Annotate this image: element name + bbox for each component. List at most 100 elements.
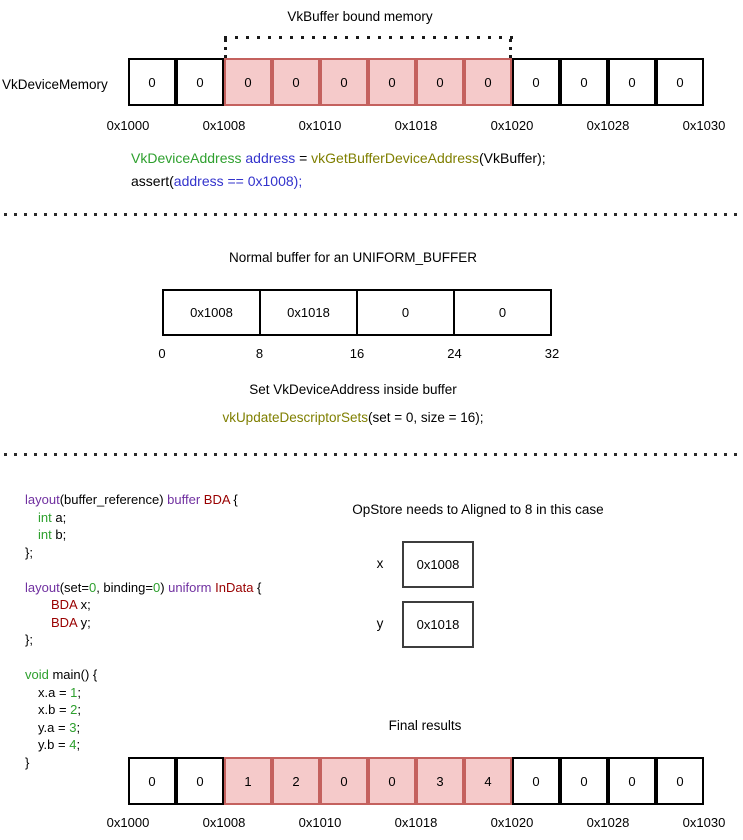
memory-cell: 1 — [224, 757, 272, 805]
code-token: ; — [76, 719, 81, 735]
buffer-slot-cell: 0x1018 — [259, 289, 358, 336]
code-token: ; — [77, 702, 82, 717]
memory-cell: 0 — [464, 58, 512, 106]
code-line: int b; — [25, 526, 261, 544]
top-title: VkBuffer bound memory — [287, 9, 433, 24]
glsl-shader-code: layout(buffer_reference) buffer BDA {int… — [25, 491, 261, 771]
code-token: { — [253, 579, 262, 595]
memory-cell: 0 — [176, 757, 224, 805]
address-label: 0x1028 — [586, 118, 630, 133]
address-label: 0x1030 — [682, 815, 726, 830]
code-line — [25, 561, 261, 579]
code-token: y.a = — [38, 719, 70, 735]
get-address-code: VkDeviceAddress address = vkGetBufferDev… — [131, 147, 546, 193]
buffer-slot-cell: 0x1008 — [162, 289, 261, 336]
code-token: (VkBuffer); — [479, 150, 546, 166]
memory-cell: 0 — [368, 58, 416, 106]
address-label: 0x1000 — [106, 815, 150, 830]
memory-cell: 0 — [512, 757, 560, 805]
code-token: layout — [25, 492, 60, 507]
memory-cell: 0 — [128, 757, 176, 805]
opstore-title: OpStore needs to Aligned to 8 in this ca… — [352, 502, 604, 517]
code-token: void — [25, 667, 49, 682]
code-line: layout(set=0, binding=0) uniform InData … — [25, 579, 261, 597]
address-label: 0x1018 — [394, 815, 438, 830]
memory-cell: 0 — [656, 58, 704, 106]
buffer-extent-bracket-left — [224, 39, 227, 58]
code-token: BDA — [51, 614, 78, 630]
var-y-value-box: 0x1018 — [402, 601, 474, 648]
code-token: BDA — [51, 597, 78, 612]
code-token: address — [245, 150, 296, 166]
code-token: a; — [51, 509, 67, 525]
code-token: 1 — [70, 684, 78, 700]
address-label: 0 — [158, 346, 166, 361]
code-token: y.b = — [38, 737, 70, 752]
code-token: y; — [77, 614, 91, 630]
code-line — [25, 649, 261, 667]
code-token: 4 — [69, 737, 77, 752]
code-token: 2 — [70, 702, 78, 717]
code-line: void main() { — [25, 666, 261, 684]
code-token: vkUpdateDescriptorSets — [222, 410, 368, 425]
address-label: 0x1018 — [394, 118, 438, 133]
code-token: x; — [77, 597, 91, 612]
var-x-value-box: 0x1008 — [402, 541, 474, 588]
code-token: int — [38, 527, 52, 542]
code-token: (set = 0, size = 16); — [368, 410, 484, 425]
code-token: 0 — [152, 579, 161, 595]
memory-cell: 0 — [608, 757, 656, 805]
code-token: address == 0x1008); — [173, 173, 303, 189]
memory-cell: 0 — [176, 58, 224, 106]
memory-cell: 0 — [272, 58, 320, 106]
section-divider-1 — [4, 213, 743, 216]
device-memory-label: VkDeviceMemory — [2, 77, 108, 92]
code-token: 0 — [88, 579, 97, 595]
memory-cell: 4 — [464, 757, 512, 805]
var-x-label: x — [376, 556, 384, 571]
code-token: , binding= — [96, 579, 153, 595]
address-label: 0x1010 — [298, 815, 342, 830]
memory-cell: 0 — [560, 757, 608, 805]
memory-cell: 3 — [416, 757, 464, 805]
address-label: 8 — [255, 346, 264, 361]
code-line: x.b = 2; — [25, 701, 261, 719]
code-token: ) — [160, 579, 169, 595]
memory-cell: 0 — [608, 58, 656, 106]
code-token: InData — [215, 579, 254, 595]
memory-cell: 0 — [368, 757, 416, 805]
section-divider-2 — [4, 453, 743, 456]
code-line: int a; — [25, 509, 261, 527]
memory-cell: 0 — [320, 58, 368, 106]
code-line: BDA y; — [25, 614, 261, 632]
code-token: layout — [25, 579, 60, 595]
code-token: { — [229, 492, 238, 507]
address-label: 0x1008 — [202, 118, 246, 133]
buffer-slot-cell: 0 — [453, 289, 552, 336]
buffer-slot-cell: 0 — [356, 289, 455, 336]
memory-cell: 2 — [272, 757, 320, 805]
var-y-label: y — [376, 616, 384, 631]
code-token: uniform — [168, 579, 212, 595]
address-label: 16 — [349, 346, 365, 361]
address-label: 24 — [447, 346, 462, 361]
memory-cell: 0 — [656, 757, 704, 805]
code-token: 3 — [69, 719, 77, 735]
code-line: x.a = 1; — [25, 684, 261, 702]
code-token: vkGetBufferDeviceAddress — [311, 150, 479, 166]
code-token: (buffer_reference) — [59, 492, 168, 507]
code-token: }; — [25, 632, 33, 647]
code-line: y.a = 3; — [25, 719, 261, 737]
address-label: 0x1008 — [202, 815, 246, 830]
code-line: VkDeviceAddress address = vkGetBufferDev… — [131, 147, 546, 170]
code-token: VkDeviceAddress — [131, 150, 242, 166]
offset-labels: 0 8 16 24 32 — [158, 346, 559, 362]
code-line: y.b = 4; — [25, 736, 261, 754]
address-label: 32 — [544, 346, 560, 361]
code-line: BDA x; — [25, 596, 261, 614]
